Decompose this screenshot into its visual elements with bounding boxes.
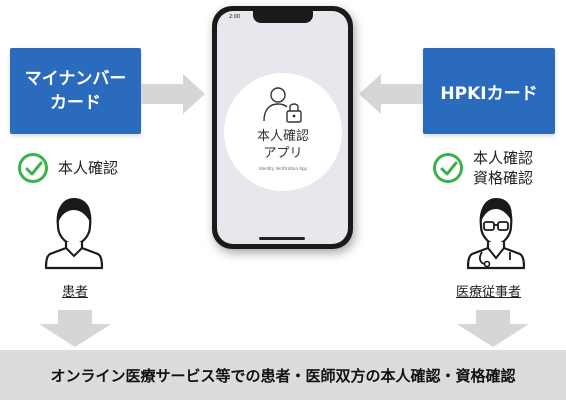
right-check-label: 本人確認 資格確認	[473, 148, 533, 188]
doctor-icon	[466, 198, 526, 270]
phone-clock: 2:00	[229, 14, 241, 20]
footer-banner: オンライン医療サービス等での患者・医師双方の本人確認・資格確認	[0, 350, 566, 400]
user-lock-icon	[263, 87, 302, 123]
app-logo-circle[interactable]: 本人確認 アプリ Identity Verification App	[224, 73, 342, 191]
medical-staff-label: 医療従事者	[456, 285, 522, 300]
left-check-icon	[18, 153, 48, 183]
right-down-arrow-icon	[457, 310, 529, 347]
right-arrow-icon	[359, 74, 423, 114]
smartphone: 2:00 本人確認 アプリ Identity Verification App	[212, 6, 353, 249]
hpki-card-label: HPKIカード	[440, 83, 538, 104]
phone-notch	[253, 11, 313, 23]
app-title-line2: アプリ	[263, 146, 303, 161]
my-number-card-label-line1: マイナンバー	[24, 69, 127, 89]
left-down-arrow-icon	[39, 310, 111, 347]
app-subtitle: Identity Verification App	[258, 166, 308, 171]
home-indicator	[259, 237, 305, 240]
phone-screen: 2:00 本人確認 アプリ Identity Verification App	[217, 11, 348, 244]
patient-icon	[44, 198, 104, 270]
left-arrow-icon	[141, 74, 205, 114]
footer-text: オンライン医療サービス等での患者・医師双方の本人確認・資格確認	[50, 366, 516, 385]
my-number-card-box: マイナンバー カード	[10, 48, 141, 134]
right-check-icon	[433, 153, 463, 183]
left-check-label: 本人確認	[58, 159, 119, 177]
app-title-line1: 本人確認	[256, 129, 309, 144]
right-check-label-line1: 本人確認	[473, 149, 534, 167]
right-check-label-line2: 資格確認	[473, 169, 534, 187]
hpki-card-box: HPKIカード	[423, 48, 555, 134]
patient-label: 患者	[62, 285, 89, 300]
my-number-card-label-line2: カード	[49, 93, 101, 113]
